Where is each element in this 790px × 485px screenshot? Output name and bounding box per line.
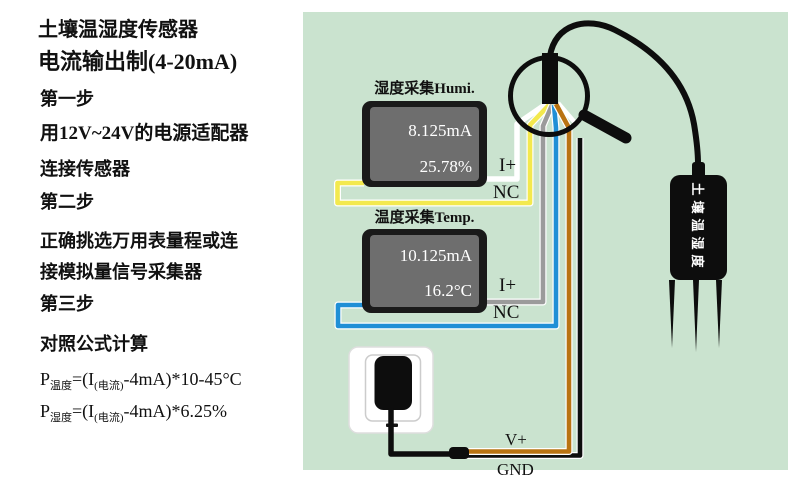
step1-line-1: 用12V~24V的电源适配器 [40,123,249,144]
humidity-nc-wire [335,102,552,206]
temperature-nc-terminal-label: NC [493,302,520,323]
step2-heading: 第二步 [40,192,94,212]
formula-tail: -4mA)*10-45°C [123,369,242,389]
temperature-current-value: 10.125mA [399,246,472,265]
temperature-formula: P温度=(I(电流)-4mA)*10-45°C [40,369,242,392]
temperature-meter-label: 温度采集Temp. [374,210,475,226]
magnifier-handle [578,109,632,144]
vplus-label: V+ [505,430,527,449]
formula-symbol: P [40,369,51,389]
temperature-iplus-terminal-label: I+ [499,275,517,296]
humidity-meter-screen: 8.125mA 25.78% [370,107,479,181]
temperature-meter-screen: 10.125mA 16.2°C [370,235,479,307]
formula-symbol: P [40,401,51,421]
temperature-iplus-wire [483,104,555,305]
vplus-wire [463,102,572,454]
sensor-label: 土壤温湿度 [690,182,705,273]
humidity-current-value: 8.125mA [408,121,472,140]
temperature-nc-wire [335,104,559,329]
temperature-reading-value: 16.2°C [424,281,472,300]
sensor-cable [547,20,701,167]
formula-subscript: (电流) [94,412,124,424]
formula-tail: -4mA)*6.25% [123,401,227,421]
soil-sensor [669,162,727,352]
cable-stub [542,53,558,104]
step1-line-2: 连接传感器 [40,159,130,179]
title-line-1: 土壤温湿度传感器 [38,19,198,41]
formula-subscript: (电流) [94,380,124,392]
temperature-meter: 10.125mA 16.2°C [362,229,487,313]
humidity-formula: P湿度=(I(电流)-4mA)*6.25% [40,401,227,424]
sensor-cable-gland [692,162,705,178]
cable-connector [449,447,469,459]
humidity-meter-label: 湿度采集Humi. [374,81,475,97]
gnd-wire [463,138,583,458]
sensor-body [670,175,727,280]
humidity-iplus-terminal-label: I+ [499,155,517,176]
formula-subscript: 温度 [50,380,73,392]
adapter-cable [388,408,453,457]
sensor-probe-prong [716,280,722,348]
formula-mid: =(I [72,401,95,421]
power-adapter [374,356,412,410]
gnd-label: GND [497,460,534,479]
sensor-probe-prong [669,280,675,348]
humidity-iplus-wire [483,101,548,182]
wiring-diagram-panel: 湿度采集Humi. 8.125mA 25.78% I+ NC 温度采集Temp.… [303,12,788,478]
step2-line-2: 接模拟量信号采集器 [40,262,202,282]
wiring-svg [334,20,727,459]
humidity-meter: 8.125mA 25.78% [362,101,487,187]
sensor-probe-prong [693,280,699,352]
step2-line-1: 正确挑选万用表量程或连 [40,231,238,251]
title-line-2: 电流输出制(4-20mA) [38,49,238,74]
step1-heading: 第一步 [40,89,94,109]
humidity-nc-terminal-label: NC [493,182,520,203]
formula-mid: =(I [72,369,95,389]
step3-line-1: 对照公式计算 [40,334,148,354]
formula-subscript: 湿度 [50,412,73,424]
step3-heading: 第三步 [40,294,94,314]
humidity-reading-value: 25.78% [419,157,472,176]
